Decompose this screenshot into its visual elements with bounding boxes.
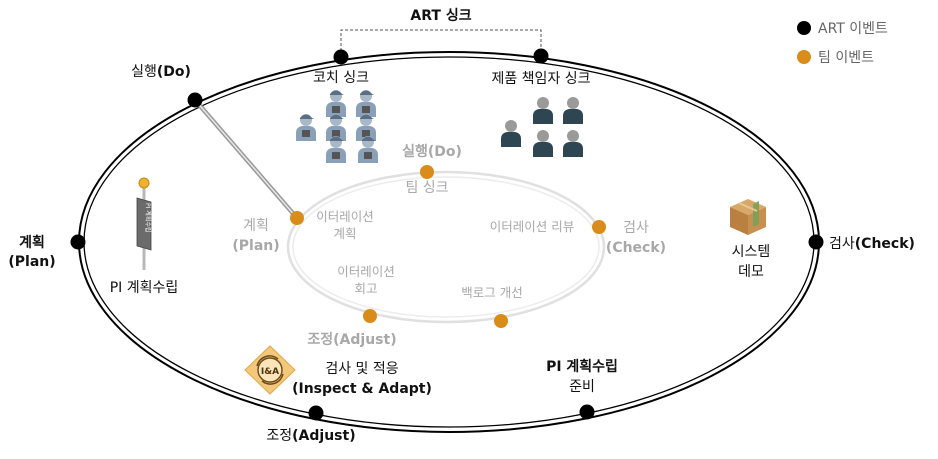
coach-person-icon: [356, 90, 376, 117]
team-cycle-ring-inner-edge: [292, 176, 600, 318]
ia-icon-text: I&A: [261, 367, 279, 377]
inner-plan-label-line2: (Plan): [232, 238, 279, 254]
art-cycle-ring-inner-edge: [83, 56, 815, 428]
team-event-dot-plan: [290, 211, 304, 225]
inner-team-sync-label: 팀 싱크: [405, 180, 448, 196]
pi-planning-pin-icon: PI 계획수립: [136, 177, 152, 270]
outer-do-suffix: (Do): [157, 64, 191, 80]
outer-check-suffix: (Check): [855, 236, 915, 252]
art-event-dot-adjust: [308, 405, 324, 421]
outer-do-prefix: 실행: [131, 64, 157, 80]
outer-plan-label-line2: (Plan): [8, 254, 55, 270]
outer-do-label: 실행(Do): [131, 64, 191, 80]
outer-check-label: 검사(Check): [829, 236, 915, 252]
backlog-label: 백로그 개선: [461, 285, 522, 300]
product-owner-person-icon: [533, 130, 553, 157]
outer-adjust-label: 조정(Adjust): [266, 428, 355, 444]
coach-person-icon: [358, 136, 378, 163]
coach-person-icon: [326, 90, 346, 117]
legend-team-label: 팀 이벤트: [818, 50, 874, 66]
coach-person-icon: [326, 114, 346, 141]
system-demo-label-line2: 데모: [738, 264, 764, 280]
art-sync-bracket: [340, 29, 542, 56]
iter-retro-label-line1: 이터레이션: [337, 264, 395, 279]
inspect-adapt-icon: I&A: [244, 345, 296, 395]
iter-plan-label-line2: 계획: [333, 226, 356, 241]
team-event-dot-backlog: [494, 314, 508, 328]
iter-retro-label-line2: 회고: [354, 281, 377, 296]
art-event-dot-po-sync: [533, 48, 549, 64]
inner-check-label-line2: (Check): [606, 240, 666, 256]
legend-art-label: ART 이벤트: [818, 21, 888, 37]
product-owner-person-icon: [501, 120, 521, 147]
product-owner-group-icon: [501, 97, 583, 157]
system-demo-box-icon: [730, 199, 766, 235]
legend-team-dot: [797, 50, 811, 64]
ia-label-line1: 검사 및 적응: [325, 361, 398, 377]
iter-plan-label-line1: 이터레이션: [316, 209, 374, 224]
team-cycle-ring: [286, 170, 606, 324]
pi-pin-text: PI 계획수립: [144, 203, 152, 232]
pi-prep-label-line1: PI 계획수립: [546, 358, 618, 375]
pi-prep-label-line2: 준비: [569, 379, 595, 395]
legend-art-dot: [797, 21, 811, 35]
art-event-dot-pi-prep: [579, 404, 595, 420]
art-sync-label: ART 싱크: [410, 8, 471, 24]
outer-plan-label-line1: 계획: [19, 234, 45, 251]
art-event-dot-coach-sync: [333, 49, 349, 65]
coach-sync-label: 코치 싱크: [313, 70, 369, 86]
inner-adjust-label: 조정(Adjust): [307, 331, 396, 348]
ia-label-line2: (Inspect & Adapt): [292, 381, 432, 397]
coach-person-icon: [296, 114, 316, 141]
connector-line-highlight: [194, 99, 298, 219]
iter-review-label: 이터레이션 리뷰: [490, 219, 574, 234]
team-event-dot-review: [592, 220, 606, 234]
outer-check-prefix: 검사: [829, 236, 855, 252]
inner-check-label-line1: 검사: [623, 220, 649, 236]
inner-plan-label-line1: 계획: [243, 218, 269, 234]
product-owner-person-icon: [563, 97, 583, 124]
inner-do-label: 실행(Do): [402, 144, 462, 160]
coach-group-icon: [296, 90, 378, 163]
art-event-dot-plan: [70, 234, 86, 250]
art-cycle-ring: [78, 51, 820, 433]
art-event-dot-do: [187, 92, 203, 108]
po-sync-label: 제품 책임자 싱크: [491, 71, 590, 87]
team-event-dot-team-sync: [420, 165, 434, 179]
coach-person-icon: [326, 136, 346, 163]
product-owner-person-icon: [533, 97, 553, 124]
team-event-dot-retro: [363, 309, 377, 323]
system-demo-label-line1: 시스템: [732, 244, 771, 260]
art-event-dot-check: [808, 234, 824, 250]
pi-planning-label: PI 계획수립: [110, 280, 179, 296]
outer-adjust-prefix: 조정: [266, 428, 292, 444]
outer-adjust-suffix: (Adjust): [292, 428, 355, 444]
product-owner-person-icon: [563, 130, 583, 157]
